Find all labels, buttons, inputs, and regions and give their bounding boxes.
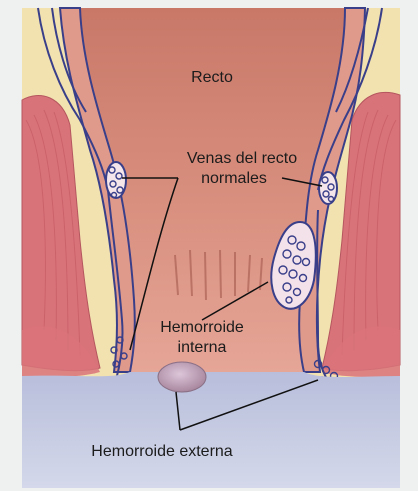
- label-recto: Recto: [191, 69, 233, 86]
- label-interna-line2: interna: [178, 339, 227, 356]
- label-hemorroide-externa: Hemorroide externa: [91, 443, 233, 460]
- label-venas-line1: Venas del recto: [187, 150, 297, 167]
- perianal-skin: [22, 372, 400, 488]
- external-hemorrhoid: [158, 362, 206, 392]
- label-venas-line2: normales: [201, 170, 267, 187]
- label-interna-line1: Hemorroide: [160, 319, 244, 336]
